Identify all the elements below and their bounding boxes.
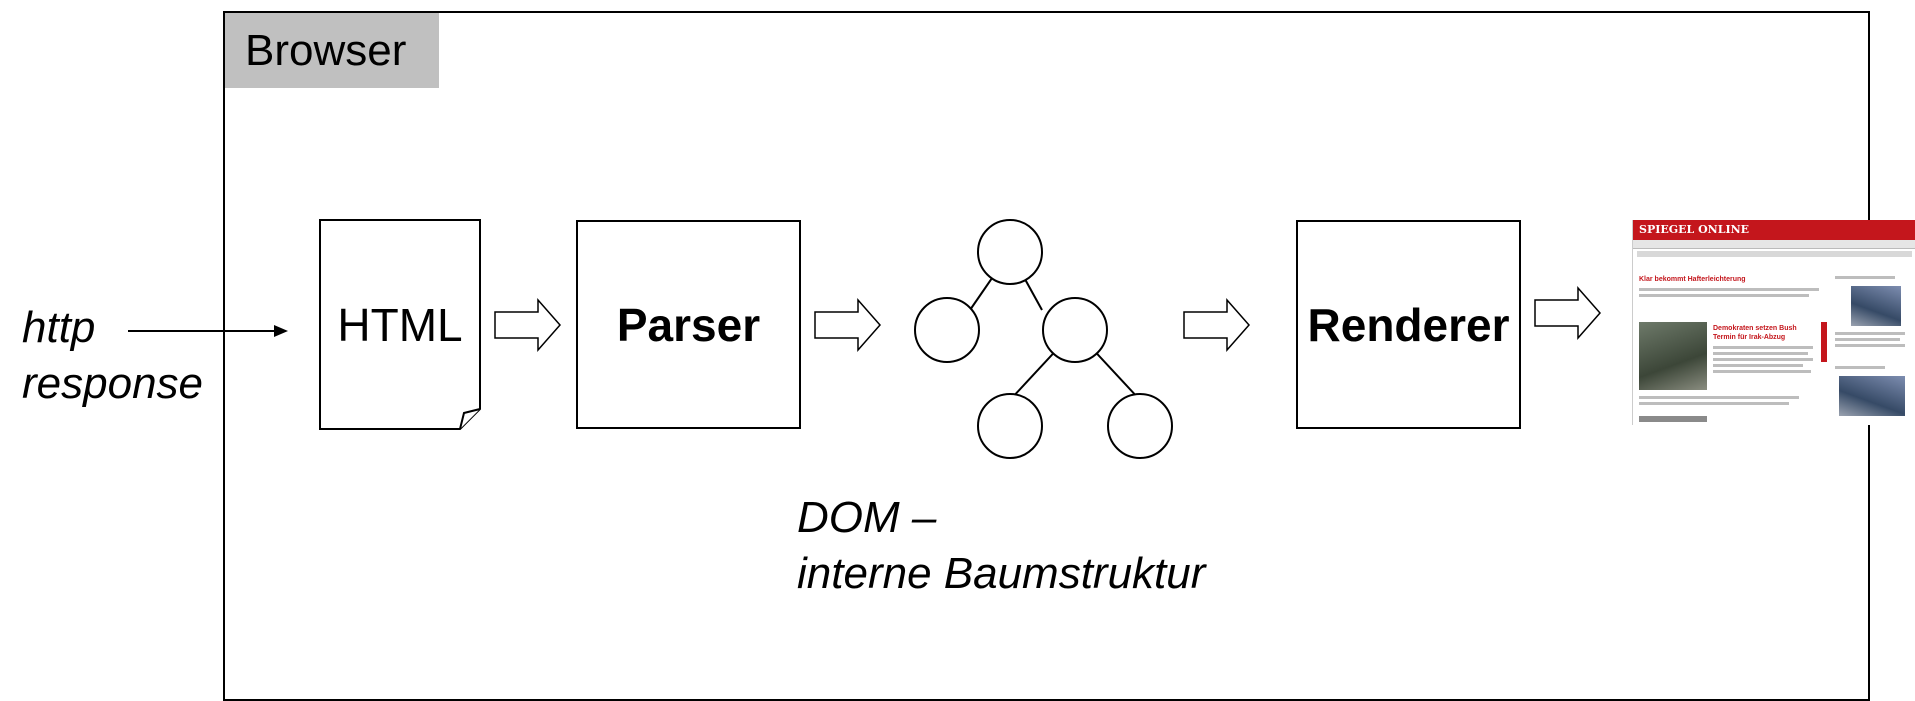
http-label-line1: http xyxy=(22,303,96,352)
html-document-label: HTML xyxy=(337,298,463,351)
thumbnail-text-line xyxy=(1713,346,1813,349)
tree-node-right xyxy=(1042,297,1108,363)
thumbnail-nav xyxy=(1633,240,1915,249)
tree-node-left xyxy=(914,297,980,363)
html-document-fold xyxy=(459,408,481,430)
thumbnail-sidebar-line xyxy=(1835,344,1905,347)
parser-label: Parser xyxy=(616,298,761,351)
http-response-label: http response xyxy=(22,300,203,412)
thumbnail-text-line xyxy=(1713,364,1803,367)
arrow-html-to-parser xyxy=(494,298,561,352)
thumbnail-text-line xyxy=(1713,352,1808,355)
tree-node-right-right xyxy=(1107,393,1173,459)
thumbnail-sidebar-line xyxy=(1835,366,1885,369)
thumbnail-sidebar-line xyxy=(1835,332,1905,335)
dom-caption: DOM – interne Baumstruktur xyxy=(797,490,1205,602)
thumbnail-sidebar-photo xyxy=(1851,286,1901,326)
rendered-page-thumbnail: SPIEGEL ONLINE Klar bekommt Hafterleicht… xyxy=(1632,220,1915,425)
arrow-dom-to-renderer xyxy=(1183,298,1250,352)
thumbnail-text-line xyxy=(1639,294,1809,297)
thumbnail-sidebar-line xyxy=(1835,276,1895,279)
arrow-parser-to-dom xyxy=(814,298,881,352)
dom-caption-line1: DOM – xyxy=(797,493,937,542)
thumbnail-sidebar-photo xyxy=(1839,376,1905,416)
thumbnail-text-line xyxy=(1713,358,1813,361)
renderer-box: Renderer xyxy=(1296,220,1521,429)
arrow-renderer-to-page xyxy=(1534,286,1601,340)
thumbnail-text-line xyxy=(1639,416,1707,422)
diagram-graphics xyxy=(128,219,1601,459)
thumbnail-text-line xyxy=(1639,396,1799,399)
tree-node-right-left xyxy=(977,393,1043,459)
thumbnail-text-line xyxy=(1713,370,1811,373)
renderer-label: Renderer xyxy=(1307,298,1510,351)
thumbnail-text-line xyxy=(1639,288,1819,291)
thumbnail-sidebar-line xyxy=(1835,338,1900,341)
browser-label: Browser xyxy=(225,13,439,88)
input-arrow-head xyxy=(274,325,288,337)
thumbnail-headline-1: Klar bekommt Hafterleichterung xyxy=(1639,276,1746,283)
parser-box: Parser xyxy=(576,220,801,429)
thumbnail-text-line xyxy=(1639,402,1789,405)
tree-node-root xyxy=(977,219,1043,285)
thumbnail-headline-2: Demokraten setzen Bush Termin für Irak-A… xyxy=(1713,325,1797,341)
dom-caption-line2: interne Baumstruktur xyxy=(797,549,1206,598)
thumbnail-photo xyxy=(1639,322,1707,390)
thumbnail-subnav xyxy=(1637,251,1912,257)
thumbnail-site-name: SPIEGEL ONLINE xyxy=(1633,220,1915,240)
http-label-line2: response xyxy=(22,359,204,408)
thumbnail-red-tab xyxy=(1821,322,1827,362)
